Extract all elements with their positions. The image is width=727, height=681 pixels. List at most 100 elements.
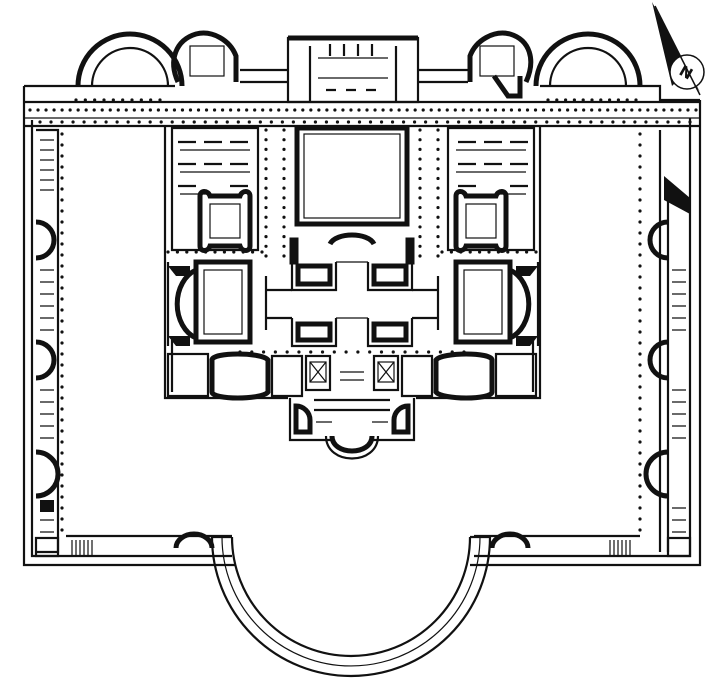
north-colonnade-column: [566, 108, 570, 112]
court-column: [525, 250, 529, 254]
west-colonnade-column: [60, 242, 64, 246]
north-colonnade-column: [220, 108, 225, 112]
east-colonnade-column: [638, 352, 642, 356]
enclosure-colonnade-column: [435, 120, 439, 124]
west-colonnade-column: [60, 385, 64, 389]
west-colonnade-column: [60, 253, 64, 257]
enclosure-colonnade-column: [82, 120, 86, 124]
west-court-column: [264, 157, 268, 161]
north-colonnade-column: [405, 108, 409, 112]
enclosure-colonnade-column: [203, 120, 207, 124]
east-court-column: [418, 225, 422, 229]
east-court-column: [436, 138, 440, 142]
north-colonnade-column: [333, 108, 337, 112]
north-colonnade-column: [245, 108, 249, 112]
east-colonnade-column: [638, 297, 642, 301]
north-colonnade-column: [461, 108, 465, 112]
east-court-column: [436, 205, 440, 210]
enclosure-colonnade-column: [644, 120, 648, 124]
west-colonnade-column: [60, 286, 64, 290]
north-colonnade-column: [28, 108, 32, 112]
court-column: [487, 250, 491, 254]
north-colonnade-column: [549, 108, 554, 112]
enclosure-colonnade-column: [655, 120, 659, 124]
exedra-column: [111, 98, 115, 102]
west-court-column: [282, 147, 286, 151]
enclosure-colonnade-column: [468, 120, 472, 124]
exedra-column: [139, 98, 143, 102]
west-court-column: [264, 254, 268, 258]
south-hall-column: [427, 350, 431, 354]
south-hall-column: [344, 350, 348, 354]
east-colonnade-column: [638, 341, 642, 345]
east-colonnade-column: [638, 132, 642, 136]
west-colonnade-column: [60, 231, 64, 235]
court-column: [185, 250, 189, 254]
north-colonnade-column: [349, 108, 353, 112]
east-court-column: [418, 215, 422, 219]
north-colonnade-column: [301, 108, 305, 112]
natatio-pool: [294, 125, 410, 227]
north-colonnade-column: [285, 108, 289, 112]
north-colonnade-column: [429, 108, 433, 112]
enclosure-colonnade-column: [159, 120, 163, 124]
east-court-column: [436, 235, 440, 239]
north-colonnade-column: [517, 108, 522, 112]
north-colonnade-column: [60, 108, 64, 112]
north-colonnade-column: [469, 108, 473, 112]
enclosure-colonnade-column: [446, 120, 450, 124]
enclosure-colonnade-column: [534, 120, 538, 124]
outer-enclosure-wall: [22, 84, 702, 567]
east-colonnade-column: [638, 484, 642, 488]
north-exedrae: [75, 31, 643, 87]
west-colonnade-column: [60, 440, 64, 444]
north-colonnade-column: [437, 108, 441, 112]
west-colonnade-column: [60, 429, 64, 433]
west-court-column: [282, 215, 286, 219]
enclosure-colonnade-column: [589, 120, 593, 124]
north-colonnade-column: [261, 108, 265, 112]
exedra-column: [130, 98, 134, 102]
enclosure-colonnade-column: [269, 120, 273, 124]
east-colonnade-column: [638, 407, 642, 411]
east-colonnade-column: [638, 286, 642, 290]
enclosure-colonnade-column: [104, 120, 108, 124]
north-colonnade-column: [574, 108, 578, 112]
east-colonnade-column: [638, 143, 642, 147]
west-colonnade-column: [60, 176, 64, 180]
enclosure-colonnade-column: [181, 120, 185, 124]
west-colonnade-column: [60, 484, 64, 488]
north-colonnade-column: [100, 108, 104, 112]
north-colonnade-column: [357, 108, 361, 112]
enclosure-colonnade-column: [247, 120, 251, 124]
north-colonnade-column: [253, 108, 257, 112]
court-column: [449, 250, 453, 254]
west-court-column: [282, 176, 286, 181]
east-court-column: [418, 186, 422, 190]
west-court-column: [282, 196, 286, 200]
west-court-column: [282, 254, 286, 258]
enclosure-colonnade-column: [677, 120, 681, 124]
tepidarium-rooms: [304, 354, 400, 392]
west-court-column: [282, 138, 286, 142]
enclosure-colonnade-column: [578, 120, 582, 124]
exedra-column: [93, 98, 97, 102]
north-colonnade-column: [188, 108, 193, 112]
exedra-column: [608, 98, 612, 102]
north-colonnade-column: [686, 108, 690, 112]
enclosure-colonnade-column: [170, 120, 174, 124]
enclosure-colonnade-column: [313, 120, 318, 124]
north-colonnade-column: [582, 108, 586, 112]
enclosure-colonnade-column: [423, 120, 428, 124]
east-court-column: [436, 186, 440, 190]
north-colonnade-column: [670, 108, 674, 112]
north-colonnade-column: [52, 108, 56, 112]
west-colonnade-column: [60, 517, 64, 521]
east-colonnade-column: [638, 165, 642, 169]
enclosure-colonnade-column: [280, 120, 284, 124]
west-colonnade-column: [60, 132, 64, 136]
west-court-column: [282, 128, 286, 132]
north-colonnade-column: [44, 108, 48, 112]
west-court-column: [264, 196, 268, 200]
